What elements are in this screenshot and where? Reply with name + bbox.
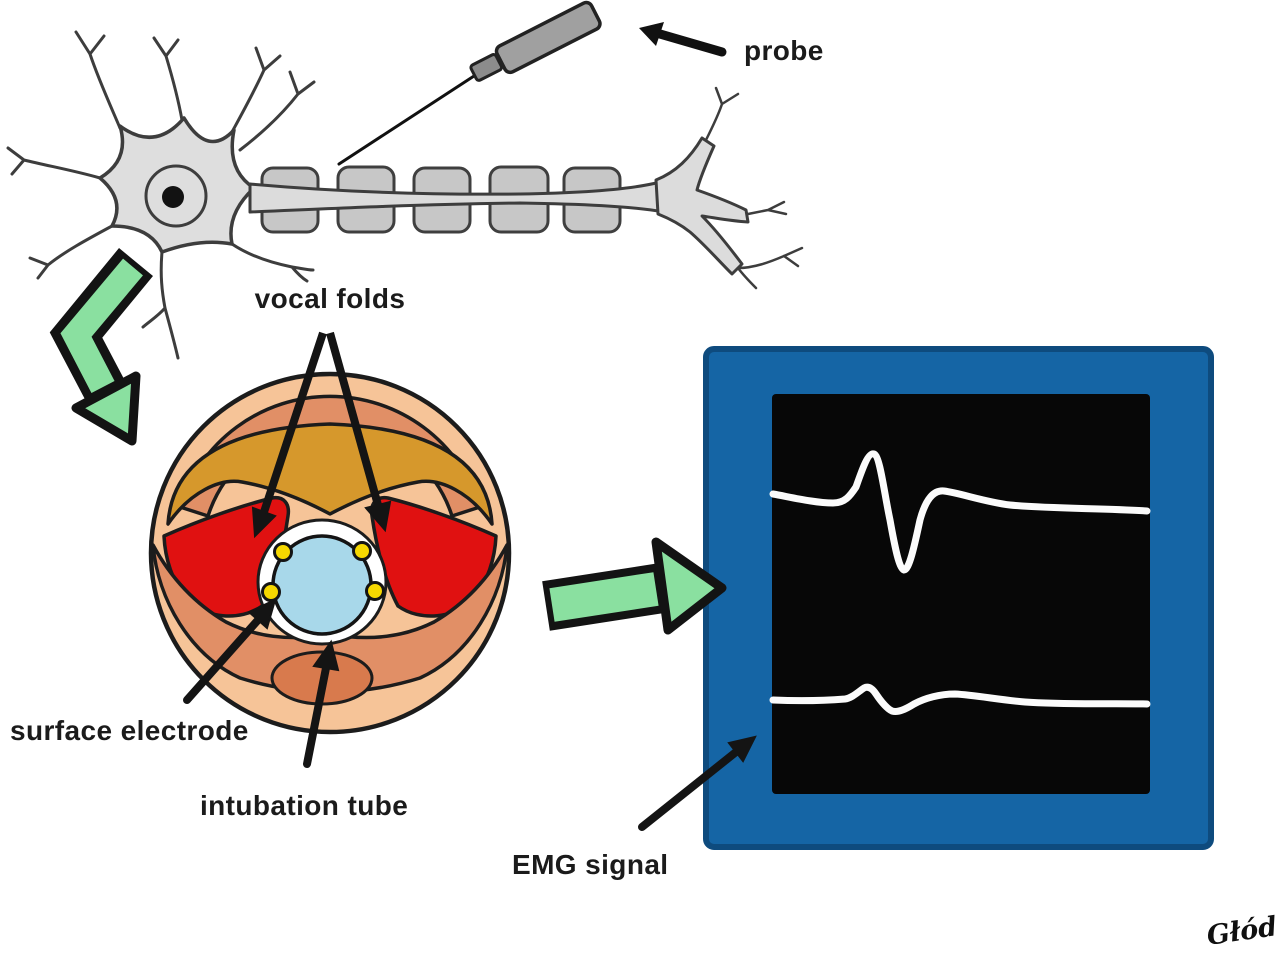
monitor-screen xyxy=(772,394,1150,794)
neuron-nucleolus-dot xyxy=(162,186,184,208)
surface-electrode-dot xyxy=(352,541,372,561)
motor-neuron xyxy=(6,30,316,360)
vocal-folds-arrowhead-left xyxy=(251,506,277,539)
dendrite-right-up xyxy=(238,70,316,152)
surface-electrode-arrowhead xyxy=(247,598,277,630)
probe-label: probe xyxy=(744,35,824,66)
emg-signal-arrow xyxy=(638,735,757,831)
axon-terminal-twigs xyxy=(704,86,804,290)
probe-arrowhead xyxy=(639,22,664,46)
vocal-folds-arrows xyxy=(251,331,392,539)
dendrite-top xyxy=(152,36,184,122)
probe-arrow xyxy=(639,22,727,57)
dendrite-bottom-long xyxy=(141,250,180,360)
flow-arrowhead xyxy=(71,371,141,446)
intubation-tube-label: intubation tube xyxy=(200,790,408,821)
probe-barrel xyxy=(494,0,602,75)
emg-monitor xyxy=(703,346,1214,850)
vocal-folds-arrowhead-right xyxy=(364,500,392,533)
surface-electrode-dot xyxy=(261,582,281,602)
emg-trace-upper xyxy=(769,450,1151,574)
dendrite-up-right xyxy=(230,46,282,134)
dendrite-left xyxy=(6,146,102,180)
surface-electrodes xyxy=(261,541,385,602)
dendrite-up-left xyxy=(74,30,122,130)
intubation-tube-arrowhead xyxy=(312,639,340,672)
probe-hub xyxy=(469,53,504,82)
flow-arrow-neuron-to-larynx xyxy=(49,248,153,446)
dendrite-bottom-right xyxy=(230,242,315,283)
surface-electrode-label: surface electrode xyxy=(10,715,249,746)
emg-signal-arrowhead xyxy=(727,735,757,763)
flow-arrowhead xyxy=(651,537,727,635)
surface-electrode-dot xyxy=(365,581,385,601)
emg-trace-lower xyxy=(769,683,1151,715)
flow-arrow-larynx-to-monitor xyxy=(542,537,727,635)
artist-signature: Głód xyxy=(1205,911,1279,952)
probe-needle xyxy=(337,74,476,166)
surface-electrode-arrow xyxy=(183,598,277,704)
axon-terminal xyxy=(654,136,750,276)
dendrite-left-down xyxy=(28,224,114,280)
larynx-amber-region xyxy=(166,422,494,526)
needle-probe xyxy=(337,0,602,166)
emg-signal-label: EMG signal xyxy=(512,849,668,880)
surface-electrode-dot xyxy=(273,542,293,562)
intubation-tube-arrow xyxy=(303,639,340,768)
vocal-folds-label: vocal folds xyxy=(255,283,406,314)
